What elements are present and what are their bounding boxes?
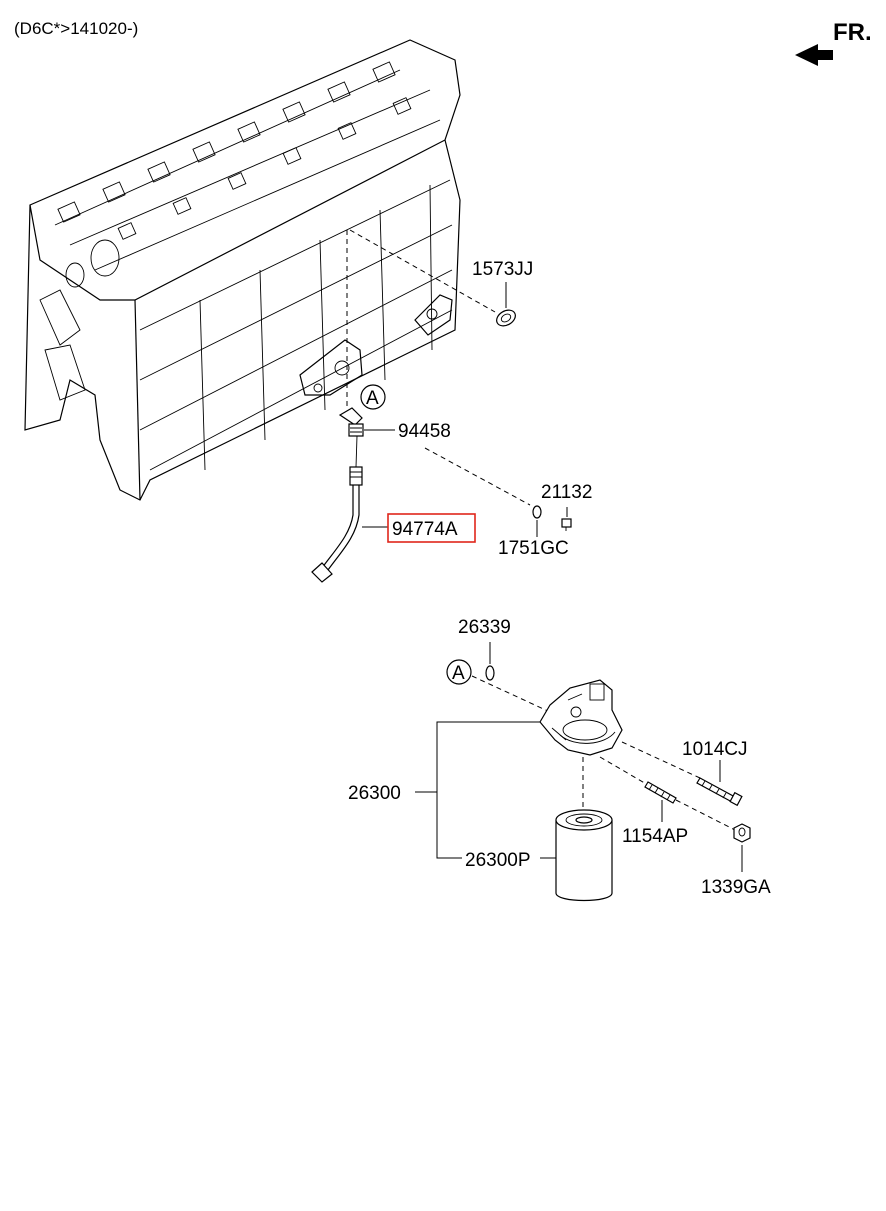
model-code-label: (D6C*>141020-) [14,19,138,38]
part-label-1573jj[interactable]: 1573JJ [472,259,533,280]
part-label-94458[interactable]: 94458 [398,421,451,442]
part-label-1339ga[interactable]: 1339GA [701,877,771,898]
plug-1573jj-icon [496,309,516,327]
part-label-26300p[interactable]: 26300P [465,850,531,871]
part-label-21132[interactable]: 21132 [541,482,592,503]
part-label-94774a[interactable]: 94774A [392,519,458,540]
svg-text:A: A [366,388,379,409]
part-label-1154ap[interactable]: 1154AP [622,826,688,847]
highlight-box-94774a [387,513,476,543]
reference-a-lower: A [446,659,472,685]
o-ring-26339-icon [485,665,495,681]
front-direction-label: FR. [833,19,872,46]
nut-1339ga-icon [733,823,751,843]
part-label-1751gc[interactable]: 1751GC [498,538,569,559]
filter-head-26300-icon [539,679,623,756]
part-label-1014cj[interactable]: 1014CJ [682,739,748,760]
screw-1751gc-icon [561,518,572,531]
stud-1154ap-icon [644,781,677,804]
front-arrow-icon [795,44,833,66]
elbow-fitting-94458-icon [338,407,364,437]
washer-21132-icon [532,505,542,519]
reference-a-upper: A [360,384,386,410]
part-label-26339[interactable]: 26339 [458,617,511,638]
engine-block-illustration [24,39,461,501]
filter-cartridge-26300p-icon [555,809,613,902]
oil-tube-94774a-icon [311,435,363,583]
part-label-26300[interactable]: 26300 [348,783,401,804]
svg-text:A: A [452,663,465,684]
bolt-1014cj-icon [696,777,743,807]
